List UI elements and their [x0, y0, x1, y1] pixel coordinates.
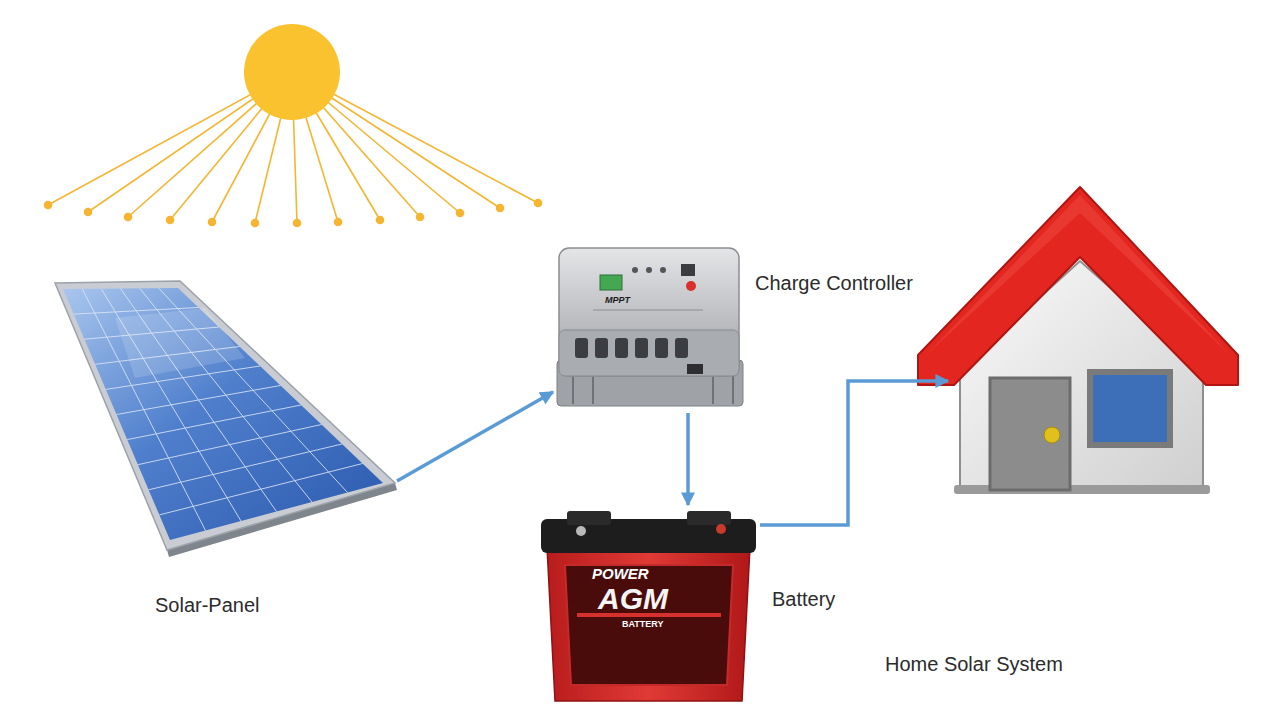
battery-word: BATTERY — [622, 620, 664, 630]
component-label: Charge Controller — [755, 272, 913, 295]
house-node: Home Solar System — [948, 185, 1238, 495]
charge-controller-node: Charge Controller — [553, 248, 745, 413]
component-label: Battery — [772, 588, 835, 611]
sun-icon — [45, 24, 542, 227]
charge-controller-icon — [557, 248, 743, 406]
battery-icon — [541, 511, 756, 701]
component-label: Solar-Panel — [155, 594, 260, 617]
power-flow-arrow — [686, 413, 690, 505]
solar-panel-node: Solar-Panel — [55, 278, 397, 558]
battery-brand: POWER — [592, 566, 649, 583]
solar-panel-icon — [55, 281, 397, 557]
device-brand: MPPT — [605, 296, 630, 306]
battery-type: AGM — [598, 582, 668, 615]
power-flow-arrow — [397, 392, 553, 481]
component-label: Home Solar System — [885, 653, 1063, 676]
house-icon — [918, 187, 1238, 494]
power-flow-arrow — [760, 381, 948, 525]
